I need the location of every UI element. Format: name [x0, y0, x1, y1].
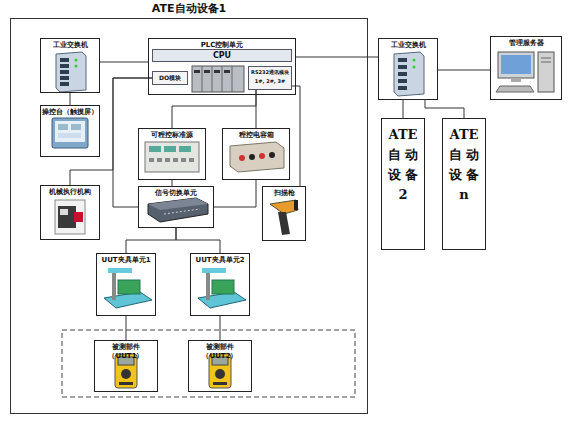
connector-line	[256, 90, 257, 128]
node-label: 程控电容箱	[223, 131, 289, 140]
plc-box: PLC控制单元CPUDO模块RS232通讯模块1#, 2#, 3#	[148, 38, 296, 95]
device-frame: ATE自动设备1工业交换机PLC控制单元CPUDO模块RS232通讯模块1#, …	[10, 18, 368, 414]
console-box: 操控台（触摸屏）	[40, 105, 100, 157]
node-label: UUT夹具单元1	[97, 256, 155, 265]
node-label: CPU	[153, 50, 291, 61]
server-icon	[496, 52, 554, 92]
connector-line	[172, 90, 256, 128]
connector-line	[126, 316, 127, 340]
node-label: DO模块	[153, 72, 187, 84]
switch-box: 工业交换机	[378, 38, 438, 100]
node-label: 扫描枪	[263, 189, 305, 198]
mechanism-icon	[55, 200, 85, 234]
plc-module-icon	[192, 66, 244, 92]
node-label: ATE 自 动 设 备 2	[382, 119, 424, 205]
node-label: 机械执行机构	[41, 188, 99, 197]
connector-line	[425, 100, 464, 118]
source-box: 可程控标准源	[138, 128, 206, 180]
frame-heading: ATE自动设备1	[11, 2, 367, 16]
node-label: ATE 自 动 设 备 n	[443, 119, 485, 205]
connector-line	[438, 70, 490, 71]
uut-box: 被测部件（UUT2）	[188, 340, 252, 392]
touchscreen-icon	[52, 118, 88, 148]
mechanism-box: 机械执行机构	[40, 185, 100, 240]
node-label: 管理服务器	[491, 39, 561, 48]
node-label: 被测部件（UUT1）	[95, 343, 157, 361]
node-label: 可程控标准源	[139, 131, 205, 140]
uut-box: 被测部件（UUT1）	[94, 340, 158, 392]
switch-box: 工业交换机	[40, 38, 100, 93]
do-module: DO模块	[152, 71, 188, 85]
node-label: 1#, 2#, 3#	[249, 77, 291, 85]
node-label: 操控台（触摸屏）	[41, 108, 99, 117]
connector-line	[220, 316, 221, 340]
switch-icon	[56, 52, 86, 92]
connector-line	[100, 62, 148, 63]
switch-unit-box: 信号切换单元	[138, 186, 214, 228]
node-label: 被测部件（UUT2）	[189, 343, 251, 361]
signal-switch-icon	[148, 198, 208, 222]
fixture-box: UUT夹具单元2	[190, 253, 250, 316]
fixture-icon	[198, 268, 246, 308]
connector-line	[296, 57, 378, 58]
connector-line	[292, 86, 300, 186]
connector-line	[214, 180, 256, 207]
connector-line	[70, 93, 71, 105]
cpu-bar: CPU	[152, 49, 292, 62]
connector-line	[403, 100, 404, 118]
node-label: 工业交换机	[379, 41, 437, 50]
fixture-icon	[104, 268, 152, 308]
server-box: 管理服务器	[490, 36, 562, 100]
dashed-group-frame	[62, 330, 355, 397]
scanner-icon	[270, 200, 298, 235]
device-box: ATE 自 动 设 备 2	[381, 118, 425, 250]
capacitor-box-icon	[230, 142, 284, 172]
capacitor-box: 程控电容箱	[222, 128, 290, 180]
standard-source-icon	[145, 142, 199, 172]
node-label: 工业交换机	[41, 41, 99, 50]
switch-icon	[394, 52, 424, 96]
node-label: 信号切换单元	[139, 189, 213, 198]
rs232-module: RS232通讯模块1#, 2#, 3#	[248, 66, 292, 90]
scanner-box: 扫描枪	[262, 186, 306, 241]
node-label: UUT夹具单元2	[191, 256, 249, 265]
connector-line	[126, 228, 176, 253]
node-label: RS232通讯模块	[249, 68, 291, 76]
connector-line	[176, 228, 220, 253]
fixture-box: UUT夹具单元1	[96, 253, 156, 316]
device-box: ATE 自 动 设 备 n	[442, 118, 486, 250]
